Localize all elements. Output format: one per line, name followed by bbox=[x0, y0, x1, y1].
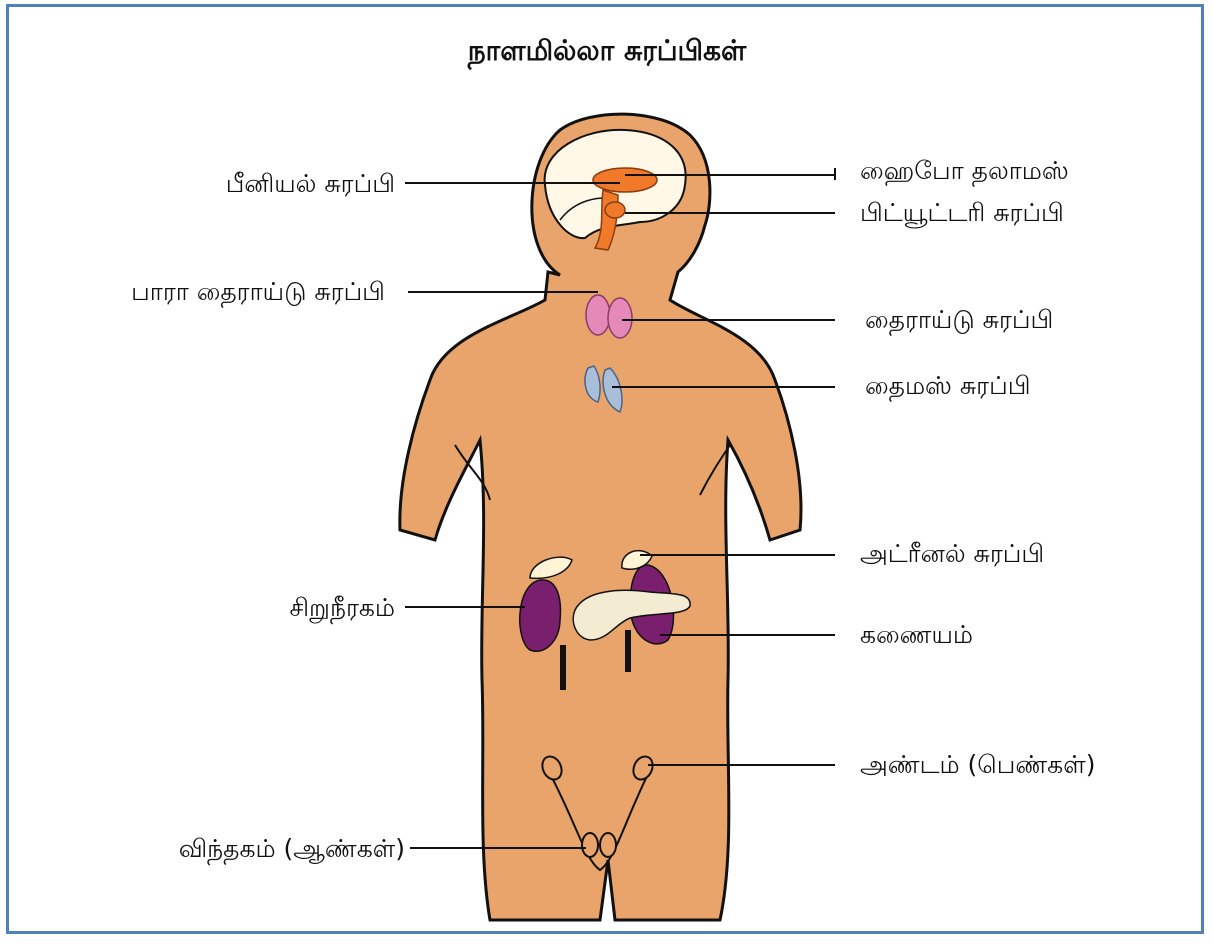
label-parathyroid: பாரா தைராய்டு சுரப்பி bbox=[131, 277, 385, 308]
label-thymus: தைமஸ் சுரப்பி bbox=[865, 371, 1031, 402]
label-kidney: சிறுநீரகம் bbox=[289, 593, 395, 624]
label-pancreas: கணையம் bbox=[860, 620, 973, 649]
diagram-title: நாளமில்லா சுரப்பிகள் bbox=[467, 34, 747, 70]
label-testes: விந்தகம் (ஆண்கள்) bbox=[179, 834, 405, 865]
label-ovary: அண்டம் (பெண்கள்) bbox=[860, 750, 1096, 779]
label-hypothalamus: ஹைபோ தலாமஸ் bbox=[860, 156, 1069, 187]
label-pituitary: பிட்யூட்டரி சுரப்பி bbox=[860, 198, 1064, 229]
label-adrenal: அட்ரீனல் சுரப்பி bbox=[860, 539, 1044, 568]
label-pineal: பீனியல் சுரப்பி bbox=[226, 169, 395, 198]
label-thyroid: தைராய்டு சுரப்பி bbox=[865, 305, 1053, 336]
